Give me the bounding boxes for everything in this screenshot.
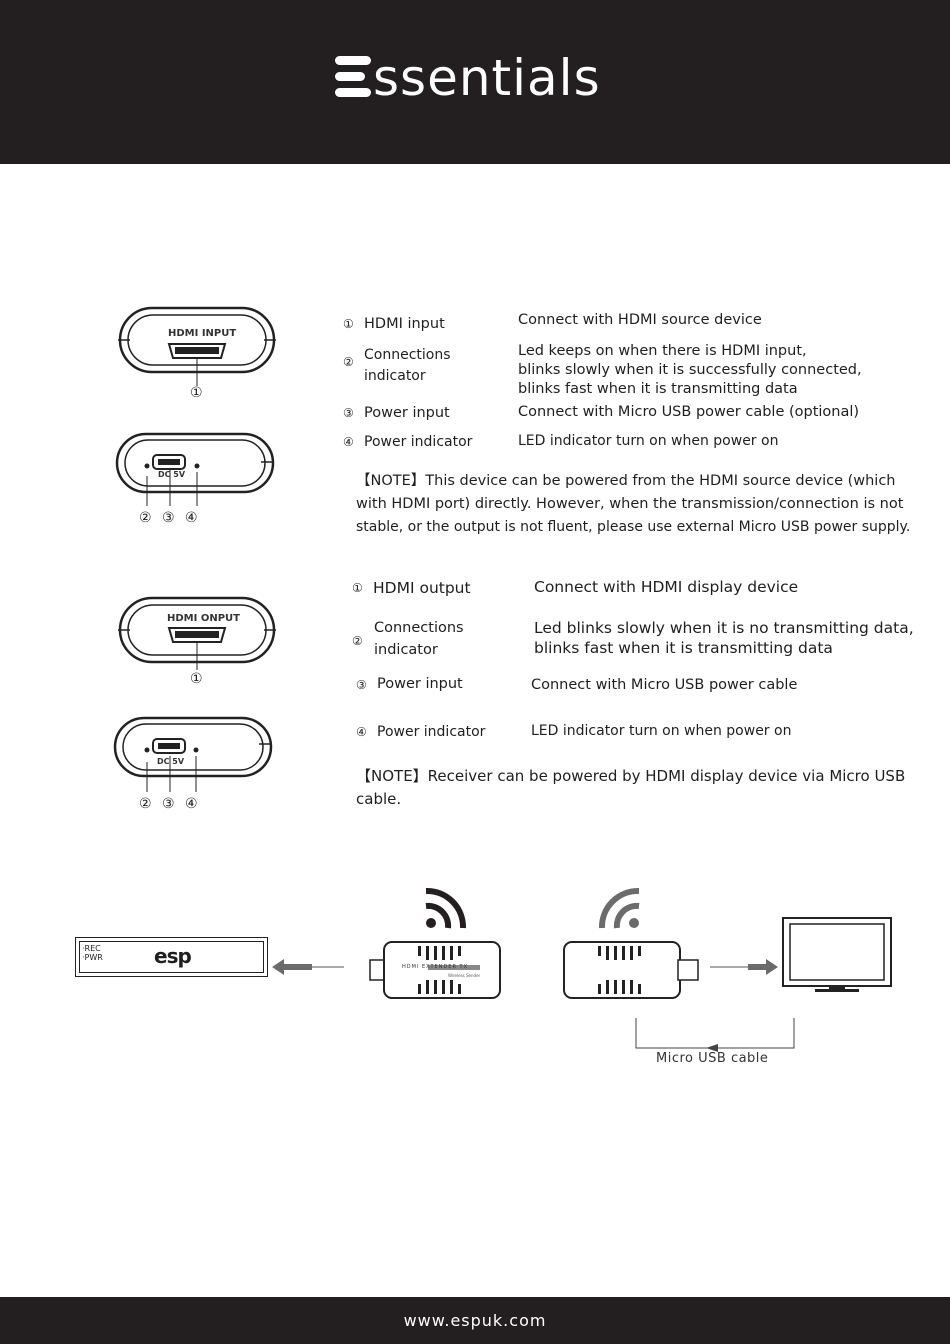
rx-item-2-name-line1: Connections bbox=[374, 620, 464, 636]
rx-item-4-num: ④ bbox=[356, 725, 367, 739]
tx-item-4-name: Power indicator bbox=[364, 434, 473, 450]
transmitter-callouts-bottom: ② ③ ④ bbox=[139, 510, 198, 526]
rx-item-2-desc-line1: Led blinks slowly when it is no transmit… bbox=[534, 619, 914, 637]
tx-item-2-desc-line1: Led keeps on when there is HDMI input, bbox=[518, 343, 807, 359]
transmitter-back-illustration bbox=[115, 432, 275, 506]
rx-item-2-desc-line2: blinks fast when it is transmitting data bbox=[534, 639, 833, 657]
transmitter-dc-label: DC 5V bbox=[158, 470, 186, 479]
tx-item-2-name-line2: indicator bbox=[364, 368, 426, 384]
esp-logo: esp bbox=[154, 944, 192, 968]
tx-item-3-num: ③ bbox=[343, 406, 354, 420]
tv-display-illustration bbox=[782, 917, 892, 992]
transmitter-dongle-illustration bbox=[369, 941, 501, 999]
tx-note-line-1: 【NOTE】This device can be powered from th… bbox=[356, 473, 896, 489]
tx-note-line-2: with HDMI port) directly. However, when … bbox=[356, 496, 904, 512]
receiver-port-label: HDMI ONPUT bbox=[167, 613, 240, 624]
tx-item-2-desc-line2: blinks slowly when it is successfully co… bbox=[518, 362, 862, 378]
essentials-e-mark bbox=[335, 56, 371, 98]
essentials-logo: ssentials bbox=[335, 50, 601, 106]
rx-item-4-desc: LED indicator turn on when power on bbox=[531, 723, 792, 739]
receiver-callout-1: ① bbox=[190, 671, 203, 687]
receiver-callouts-bottom: ② ③ ④ bbox=[139, 796, 198, 812]
transmitter-port-label: HDMI INPUT bbox=[168, 328, 237, 339]
tx-item-1-num: ① bbox=[343, 317, 354, 331]
micro-usb-cable-label: Micro USB cable bbox=[656, 1051, 769, 1066]
arrow-right-icon bbox=[710, 959, 778, 975]
tx-item-4-num: ④ bbox=[343, 435, 354, 449]
receiver-dongle-illustration bbox=[563, 941, 699, 999]
tx-item-4-desc: LED indicator turn on when power on bbox=[518, 433, 779, 449]
brand-name: ssentials bbox=[373, 49, 601, 107]
page-header: ssentials bbox=[0, 0, 950, 164]
receiver-dc-label: DC 5V bbox=[157, 757, 185, 766]
tx-item-2-desc-line3: blinks fast when it is transmitting data bbox=[518, 381, 798, 397]
source-rec-label: ·REC bbox=[82, 944, 101, 953]
rx-item-3-num: ③ bbox=[356, 678, 367, 692]
tx-note: 【NOTE】This device can be powered from th… bbox=[356, 470, 936, 539]
micro-usb-cable-line bbox=[635, 1018, 795, 1052]
tx-item-3-name: Power input bbox=[364, 405, 450, 421]
source-device-box: ·REC ·PWR esp bbox=[75, 937, 268, 977]
arrow-left-icon bbox=[272, 959, 344, 975]
tx-dongle-label: HDMI EXTENDER TX bbox=[402, 964, 468, 970]
rx-item-4-name: Power indicator bbox=[377, 724, 486, 740]
rx-item-1-num: ① bbox=[352, 581, 363, 595]
tx-note-line-3: stable, or the output is not fluent, ple… bbox=[356, 519, 911, 535]
footer-url[interactable]: www.espuk.com bbox=[403, 1311, 547, 1330]
wifi-signal-gray-icon bbox=[598, 887, 640, 929]
page-footer: www.espuk.com bbox=[0, 1297, 950, 1344]
tx-item-1-name: HDMI input bbox=[364, 316, 445, 332]
rx-item-1-desc: Connect with HDMI display device bbox=[534, 578, 799, 596]
rx-item-1-name: HDMI output bbox=[373, 579, 471, 597]
receiver-back-illustration bbox=[113, 716, 273, 792]
transmitter-front-illustration bbox=[118, 306, 276, 386]
rx-note: 【NOTE】Receiver can be powered by HDMI di… bbox=[356, 765, 936, 811]
source-pwr-label: ·PWR bbox=[82, 953, 103, 962]
receiver-front-illustration bbox=[118, 596, 276, 670]
rx-item-2-num: ② bbox=[352, 634, 363, 648]
rx-item-2-name-line2: indicator bbox=[374, 642, 438, 658]
transmitter-callout-1: ① bbox=[190, 385, 203, 401]
rx-item-3-desc: Connect with Micro USB power cable bbox=[531, 677, 798, 693]
rx-note-line-2: cable. bbox=[356, 790, 402, 808]
tx-item-2-num: ② bbox=[343, 355, 354, 369]
rx-note-line-1: 【NOTE】Receiver can be powered by HDMI di… bbox=[356, 767, 906, 785]
rx-item-3-name: Power input bbox=[377, 676, 463, 692]
tx-item-2-name-line1: Connections bbox=[364, 347, 451, 363]
tx-item-3-desc: Connect with Micro USB power cable (opti… bbox=[518, 404, 860, 420]
wifi-signal-icon bbox=[425, 887, 467, 929]
tx-item-1-desc: Connect with HDMI source device bbox=[518, 312, 762, 328]
tx-dongle-sublabel: Wireless Sender bbox=[448, 973, 481, 978]
